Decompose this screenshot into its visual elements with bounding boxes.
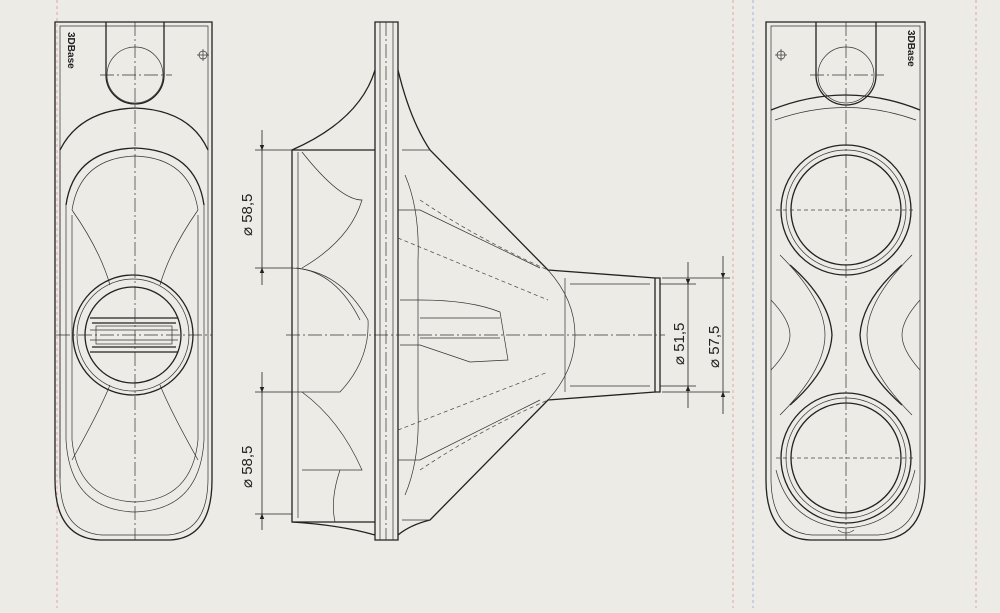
dimension-lower-chamber: ⌀ 58,5 xyxy=(239,446,256,488)
dimension-upper-chamber: ⌀ 58,5 xyxy=(239,194,256,236)
logo-right: 3DBase xyxy=(905,30,916,67)
right-view: 3DBase xyxy=(765,21,926,541)
middle-view: ⌀ 58,5 ⌀ 58,5 ⌀ 51,5 ⌀ 57,5 xyxy=(239,21,730,541)
logo-left: 3DBase xyxy=(65,32,76,69)
left-view: 3DBase xyxy=(54,21,213,541)
sheet-border-lines xyxy=(56,0,977,608)
dimension-outlet-outer: ⌀ 57,5 xyxy=(706,326,723,368)
dimension-outlet-inner: ⌀ 51,5 xyxy=(671,323,688,365)
